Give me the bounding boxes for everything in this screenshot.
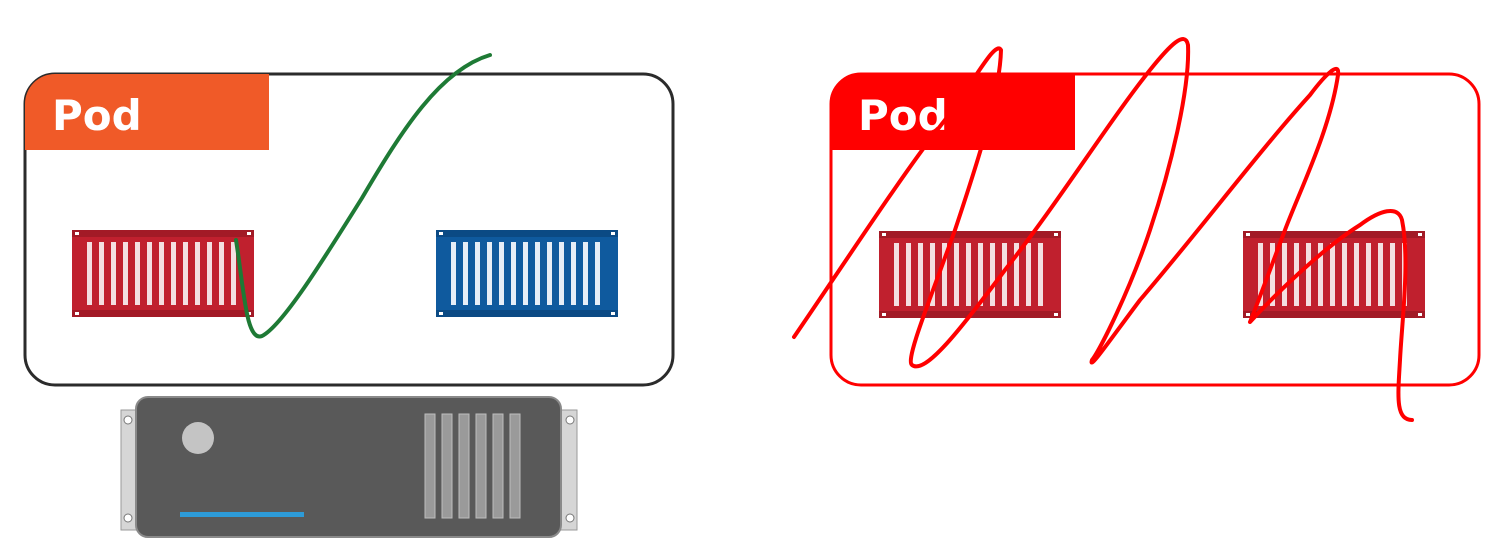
- pod-right-label: Pod: [858, 91, 948, 140]
- server-rack-icon: [120, 396, 578, 538]
- pod-left-frame: [23, 72, 675, 387]
- shipping-container-icon: [879, 231, 1061, 318]
- pod-right: Pod: [792, 37, 1481, 422]
- shipping-container-icon: [72, 230, 254, 317]
- scribble-cross-out: [792, 37, 1414, 422]
- check-mark: [234, 53, 492, 339]
- shipping-container-icon: [1243, 231, 1425, 318]
- pod-left-label: Pod: [52, 91, 142, 140]
- pod-left-header: [25, 74, 269, 150]
- shipping-container-icon: [436, 230, 618, 317]
- pod-right-frame: [829, 72, 1481, 387]
- pod-left: Pod: [23, 53, 675, 387]
